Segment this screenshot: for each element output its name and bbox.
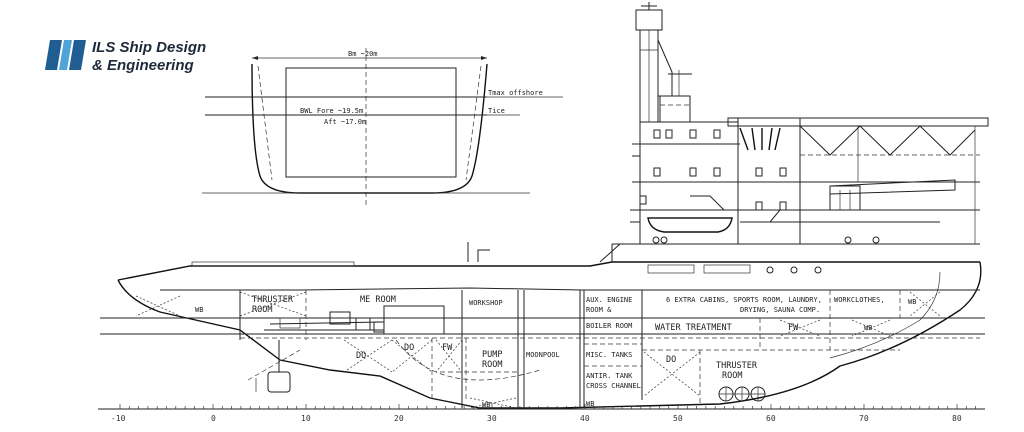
workshop-label: WORKSHOP xyxy=(469,299,503,307)
logo-mark-light xyxy=(59,40,72,70)
section-hull-dash-left xyxy=(257,65,273,181)
wb-label-bottom: WB xyxy=(482,401,490,409)
me-room-label: ME ROOM xyxy=(360,295,396,305)
lifeboat xyxy=(647,217,733,233)
misc-tanks-label: MISC. TANKS xyxy=(586,351,632,359)
hull-bow-line xyxy=(559,261,982,409)
ils-logo: ILS Ship Design & Engineering xyxy=(45,39,206,74)
frame-axis: -10 0 10 20 30 40 50 60 70 80 xyxy=(98,404,985,423)
fw-label-1: FW xyxy=(442,343,453,353)
wb-label-bottom-2: WB xyxy=(586,400,594,408)
section-hull-dash-right xyxy=(465,65,482,181)
do-label-1: DO xyxy=(356,351,366,361)
extra-cabins-label: 6 EXTRA CABINS, SPORTS ROOM, LAUNDRY, xyxy=(666,296,822,304)
do-label-3: DO xyxy=(666,355,676,365)
antir-tank-label-2: CROSS CHANNEL xyxy=(586,382,641,390)
axis-tick-20: 20 xyxy=(394,414,404,423)
drying-sauna-label: DRYING, SAUNA COMP. xyxy=(740,306,820,314)
tice-label: Tice xyxy=(488,107,505,115)
logo-mark-dark-2 xyxy=(69,40,86,70)
thruster-room-fwd-label-2: ROOM xyxy=(722,371,742,381)
hull-profile xyxy=(100,242,985,409)
thruster-room-aft-label-1: THRUSTER xyxy=(252,295,294,305)
axis-tick--10: -10 xyxy=(111,414,126,423)
bwl-aft-label: Aft ~17.0m xyxy=(324,118,366,126)
mast xyxy=(635,2,692,123)
axis-tick-80: 80 xyxy=(952,414,962,423)
tmax-label: Tmax offshore xyxy=(488,89,543,97)
section-inner-box xyxy=(285,67,457,178)
axis-tick-60: 60 xyxy=(766,414,776,423)
thruster-room-fwd-label-1: THRUSTER xyxy=(716,361,758,371)
pump-room-label-2: ROOM xyxy=(482,360,502,370)
main-engine xyxy=(383,305,445,335)
axis-tick-70: 70 xyxy=(859,414,869,423)
axis-tick-10: 10 xyxy=(301,414,311,423)
aft-propeller xyxy=(267,371,291,393)
logo-mark-dark xyxy=(45,40,62,70)
axis-tick-40: 40 xyxy=(580,414,590,423)
beam-label: Bm ~20m xyxy=(348,50,378,58)
wb-label-fwd: WB xyxy=(908,298,916,306)
midship-section: Bm ~20m Tmax offshore Tice BWL Fore ~19.… xyxy=(202,48,563,205)
wb-label-fwd-2: WB xyxy=(864,324,872,332)
section-hull-outline xyxy=(251,63,488,194)
main-deck-line xyxy=(117,261,980,281)
pump-room-label-1: PUMP xyxy=(482,350,502,360)
fw-label-2: FW xyxy=(788,323,799,333)
thruster-room-aft-label-2: ROOM xyxy=(252,305,272,315)
axis-tick-0: 0 xyxy=(211,414,216,423)
bwl-fore-label: BWL Fore ~19.5m xyxy=(300,107,363,115)
water-treatment-label: WATER TREATMENT xyxy=(655,323,732,333)
boiler-room-label: BOILER ROOM xyxy=(586,322,632,330)
axis-tick-50: 50 xyxy=(673,414,683,423)
antir-tank-label-1: ANTIR. TANK xyxy=(586,372,633,380)
do-label-2: DO xyxy=(404,343,414,353)
moonpool-label: MOONPOOL xyxy=(526,351,560,359)
aux-engine-label-2: ROOM & xyxy=(586,306,612,314)
wb-label-aft: WB xyxy=(195,306,203,314)
workclothes-label: WORKCLOTHES, xyxy=(834,296,885,304)
hull-stern-line xyxy=(117,279,560,409)
axis-tick-30: 30 xyxy=(487,414,497,423)
aux-engine-label-1: AUX. ENGINE xyxy=(586,296,632,304)
superstructure xyxy=(599,117,989,274)
windows xyxy=(639,129,787,211)
logo-line-2: & Engineering xyxy=(92,57,194,74)
room-labels: THRUSTER ROOM ME ROOM WORKSHOP AUX. ENGI… xyxy=(195,295,916,409)
logo-line-1: ILS Ship Design xyxy=(92,39,206,56)
